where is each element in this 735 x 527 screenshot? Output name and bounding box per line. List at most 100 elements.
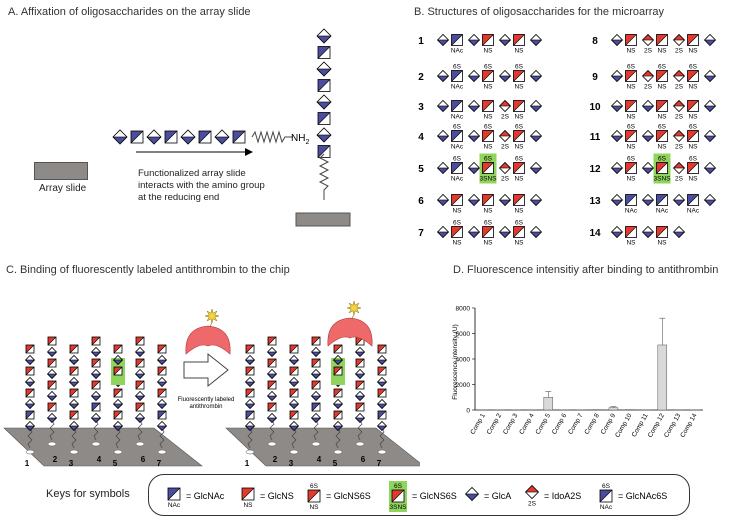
glca-icon <box>703 129 717 143</box>
glca-icon <box>266 346 278 358</box>
glca-icon <box>134 412 146 424</box>
sugar-unit <box>267 358 277 368</box>
substituent-label: NS <box>514 48 524 55</box>
lane-label: 5 <box>333 459 338 468</box>
2s-label: 2S <box>675 84 684 91</box>
substituent-label: NS <box>626 240 636 247</box>
bar <box>543 397 554 411</box>
sugar-unit: NS6S <box>625 64 637 91</box>
key-label-glcns: = GlcNS <box>260 491 294 501</box>
glca-icon <box>90 346 102 358</box>
linker <box>247 427 253 449</box>
sugar-unit: NS <box>656 100 668 121</box>
glca-icon <box>436 69 450 83</box>
2s-label: 2S <box>675 48 684 55</box>
substituent-label: NS <box>483 144 493 151</box>
sugar-unit <box>91 358 101 368</box>
caption-line: at the reducing end <box>138 192 220 203</box>
sugar-unit: NS 6S <box>482 124 494 151</box>
chip-plate-left <box>3 427 203 467</box>
sugar-unit <box>311 336 321 346</box>
idoa2s-icon: 2S <box>672 161 686 183</box>
y-tick-label: 2000 <box>456 382 471 389</box>
arrow-label-line: Fluorescently labeled <box>178 397 235 403</box>
sugar-unit <box>355 358 365 368</box>
glca-icon <box>610 69 624 83</box>
6s-label: 6S <box>689 156 698 163</box>
substituent-label: 3SNS <box>480 176 498 183</box>
glcns6s-key-icon: NS6S <box>307 483 321 511</box>
glca-icon <box>24 420 36 432</box>
6s-label: 6S <box>394 483 403 490</box>
substituent-label: NS <box>626 176 636 183</box>
substituent-label: NS <box>452 240 462 247</box>
sugar-unit <box>111 358 125 385</box>
sugar-unit: NS6S <box>656 124 668 151</box>
lane-label: 2 <box>53 455 58 464</box>
substituent-label: NAc <box>451 84 464 91</box>
sugar-unit <box>113 344 123 354</box>
sugar-unit <box>157 366 167 376</box>
keys-title: Keys for symbols <box>46 488 130 500</box>
sugar-unit <box>157 344 167 354</box>
panel-a-title: A. Affixation of oligosaccharides on the… <box>8 6 251 18</box>
compound-number: 6 <box>418 196 424 207</box>
idoa2s-key-icon: 2S <box>524 484 540 508</box>
glca-icon <box>376 420 388 432</box>
y-tick-label: 8000 <box>456 306 471 313</box>
glca-icon <box>436 129 450 143</box>
6s-label: 6S <box>484 220 493 227</box>
6s-label: 6S <box>484 124 493 131</box>
glca-icon <box>467 33 481 47</box>
y-tick-label: 4000 <box>456 357 471 364</box>
sugar-unit <box>311 380 321 390</box>
panel-c-title: C. Binding of fluorescently labeled anti… <box>6 264 290 276</box>
sugar-unit: NAc6S <box>451 156 464 183</box>
sugar-unit <box>377 344 387 354</box>
glca-icon <box>498 69 512 83</box>
lane-label: 1 <box>245 459 250 468</box>
glca-icon <box>332 420 344 432</box>
6s-label: 6S <box>689 124 698 131</box>
glca-icon <box>703 99 717 113</box>
sugar-unit <box>289 366 299 376</box>
glca-icon <box>310 390 322 402</box>
glca-icon <box>376 354 388 366</box>
substituent-label: NS <box>483 208 493 215</box>
idoa2s-icon: 2S <box>498 99 512 121</box>
compound-number: 2 <box>418 72 424 83</box>
glca-icon <box>46 346 58 358</box>
substituent-label: NS <box>483 114 493 121</box>
glca-icon <box>310 368 322 380</box>
glca-icon <box>436 225 450 239</box>
glca-icon <box>214 129 230 145</box>
6s-label: 6S <box>515 124 524 131</box>
idoa2s-icon: 2S <box>498 161 512 183</box>
substituent-label: NAc <box>625 208 638 215</box>
x-tick-label: Comp 9 <box>600 412 618 436</box>
glca-icon <box>288 354 300 366</box>
compound-number: 14 <box>589 228 601 239</box>
glca-icon <box>610 33 624 47</box>
substituent-label: NS <box>514 114 524 121</box>
sugar-unit: NS6S <box>513 220 525 247</box>
idoa2s-icon: 2S <box>672 99 686 121</box>
sugar-unit: NS6S <box>625 124 637 151</box>
sugar-unit <box>91 402 101 412</box>
sugar-unit <box>25 410 35 420</box>
sugar-unit <box>69 366 79 376</box>
substituent-label: NS <box>514 144 524 151</box>
substituent-label: NS <box>514 176 524 183</box>
fluorescence-bar-chart: Fluorescence intensity (U) 0200040006000… <box>452 306 703 439</box>
sugar-unit: NS <box>687 34 699 55</box>
glca-icon <box>354 390 366 402</box>
glca-icon <box>156 398 168 410</box>
sugar-unit <box>47 358 57 368</box>
6s-label: 6S <box>453 156 462 163</box>
glca-icon <box>354 368 366 380</box>
spot <box>25 449 35 455</box>
